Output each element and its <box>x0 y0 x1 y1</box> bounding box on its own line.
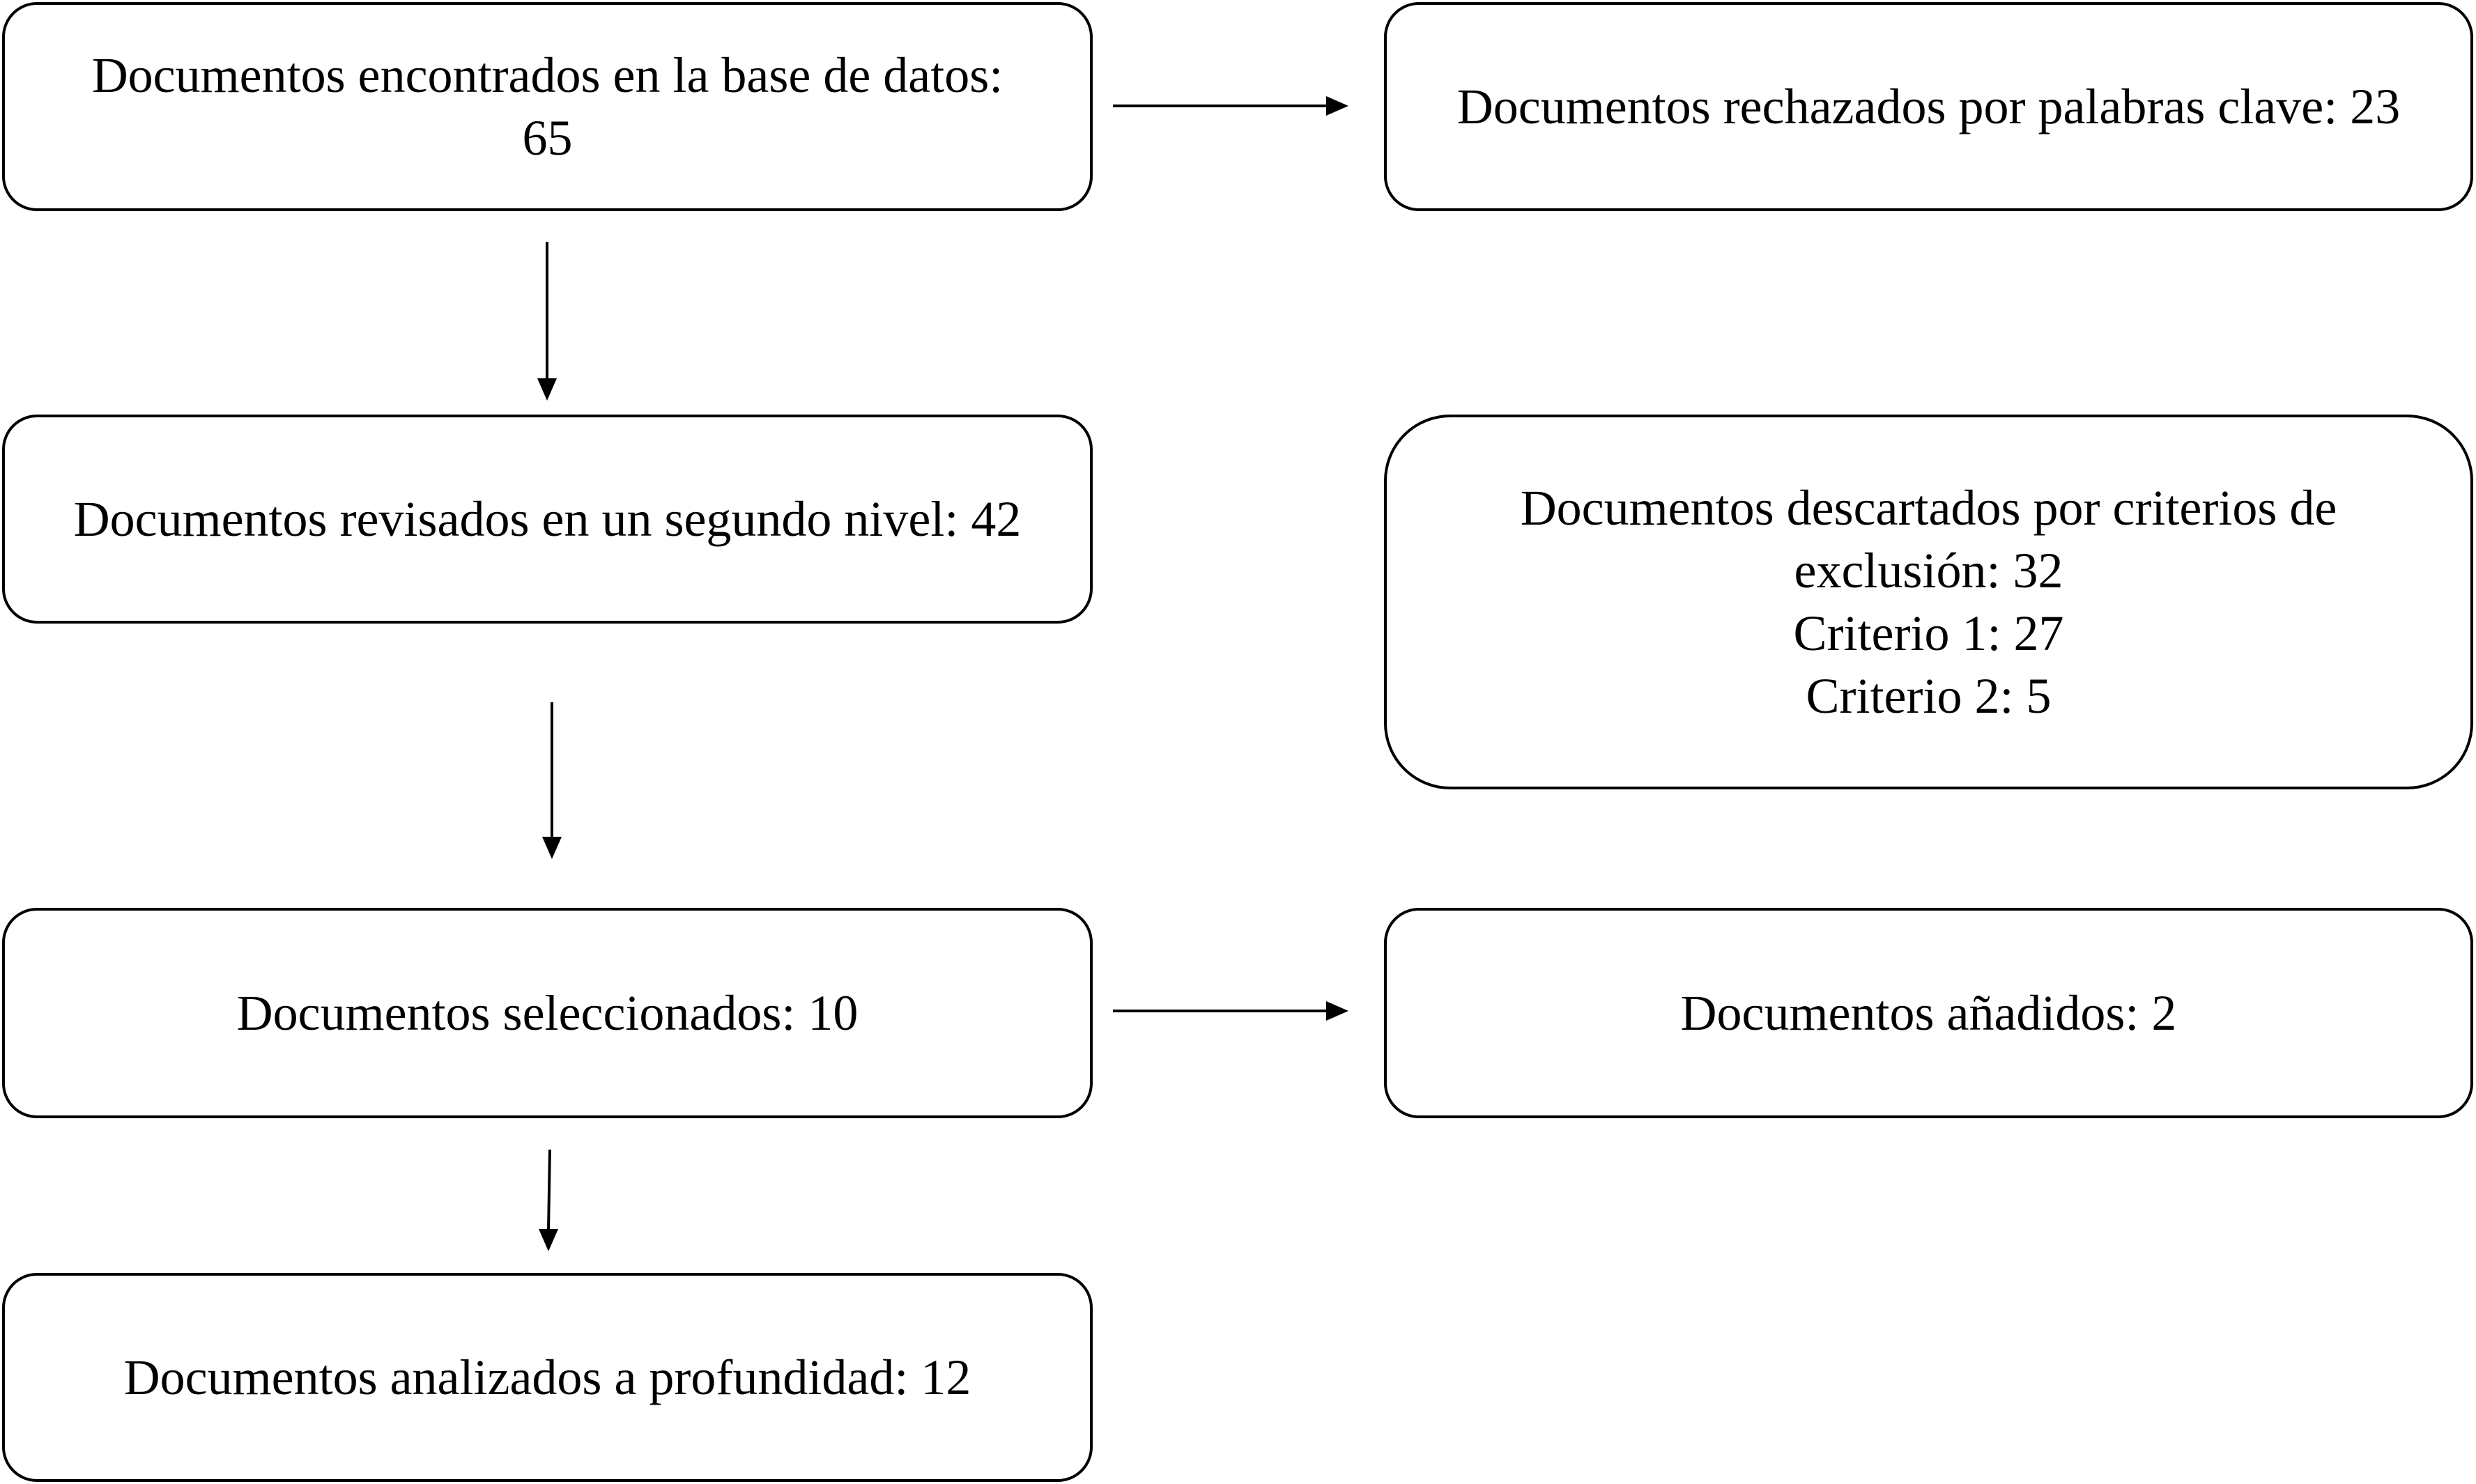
box-documentos-rechazados: Documentos rechazados por palabras clave… <box>1384 2 2473 211</box>
arrow-reviewed-to-selected <box>542 702 562 859</box>
box-documentos-descartados-line2: exclusión: 32 <box>1794 543 2063 598</box>
box-documentos-descartados-line1: Documentos descartados por criterios de <box>1520 480 2337 536</box>
box-documentos-analizados-text: Documentos analizados a profundidad: 12 <box>123 1350 971 1405</box>
arrow-found-to-reviewed <box>537 242 557 401</box>
box-documentos-encontrados-line2: 65 <box>522 110 573 166</box>
box-documentos-encontrados-line1: Documentos encontrados en la base de dat… <box>91 47 1004 103</box>
arrow-selected-to-analyzed <box>539 1149 558 1251</box>
box-documentos-seleccionados-text: Documentos seleccionados: 10 <box>236 985 859 1041</box>
box-documentos-anadidos-text: Documentos añadidos: 2 <box>1680 985 2177 1041</box>
box-documentos-revisados: Documentos revisados en un segundo nivel… <box>2 415 1093 624</box>
box-documentos-descartados: Documentos descartados por criterios de … <box>1384 415 2473 789</box>
box-documentos-encontrados: Documentos encontrados en la base de dat… <box>2 2 1093 211</box>
box-documentos-descartados-line3: Criterio 1: 27 <box>1793 605 2064 661</box>
box-documentos-anadidos: Documentos añadidos: 2 <box>1384 908 2473 1118</box>
box-documentos-rechazados-text: Documentos rechazados por palabras clave… <box>1456 79 2401 134</box>
box-documentos-analizados: Documentos analizados a profundidad: 12 <box>2 1273 1093 1482</box>
arrow-selected-to-added <box>1113 1001 1348 1021</box>
arrow-found-to-rejected <box>1113 96 1348 116</box>
box-documentos-revisados-text: Documentos revisados en un segundo nivel… <box>73 491 1022 547</box>
box-documentos-seleccionados: Documentos seleccionados: 10 <box>2 908 1093 1118</box>
box-documentos-descartados-line4: Criterio 2: 5 <box>1806 668 2052 724</box>
